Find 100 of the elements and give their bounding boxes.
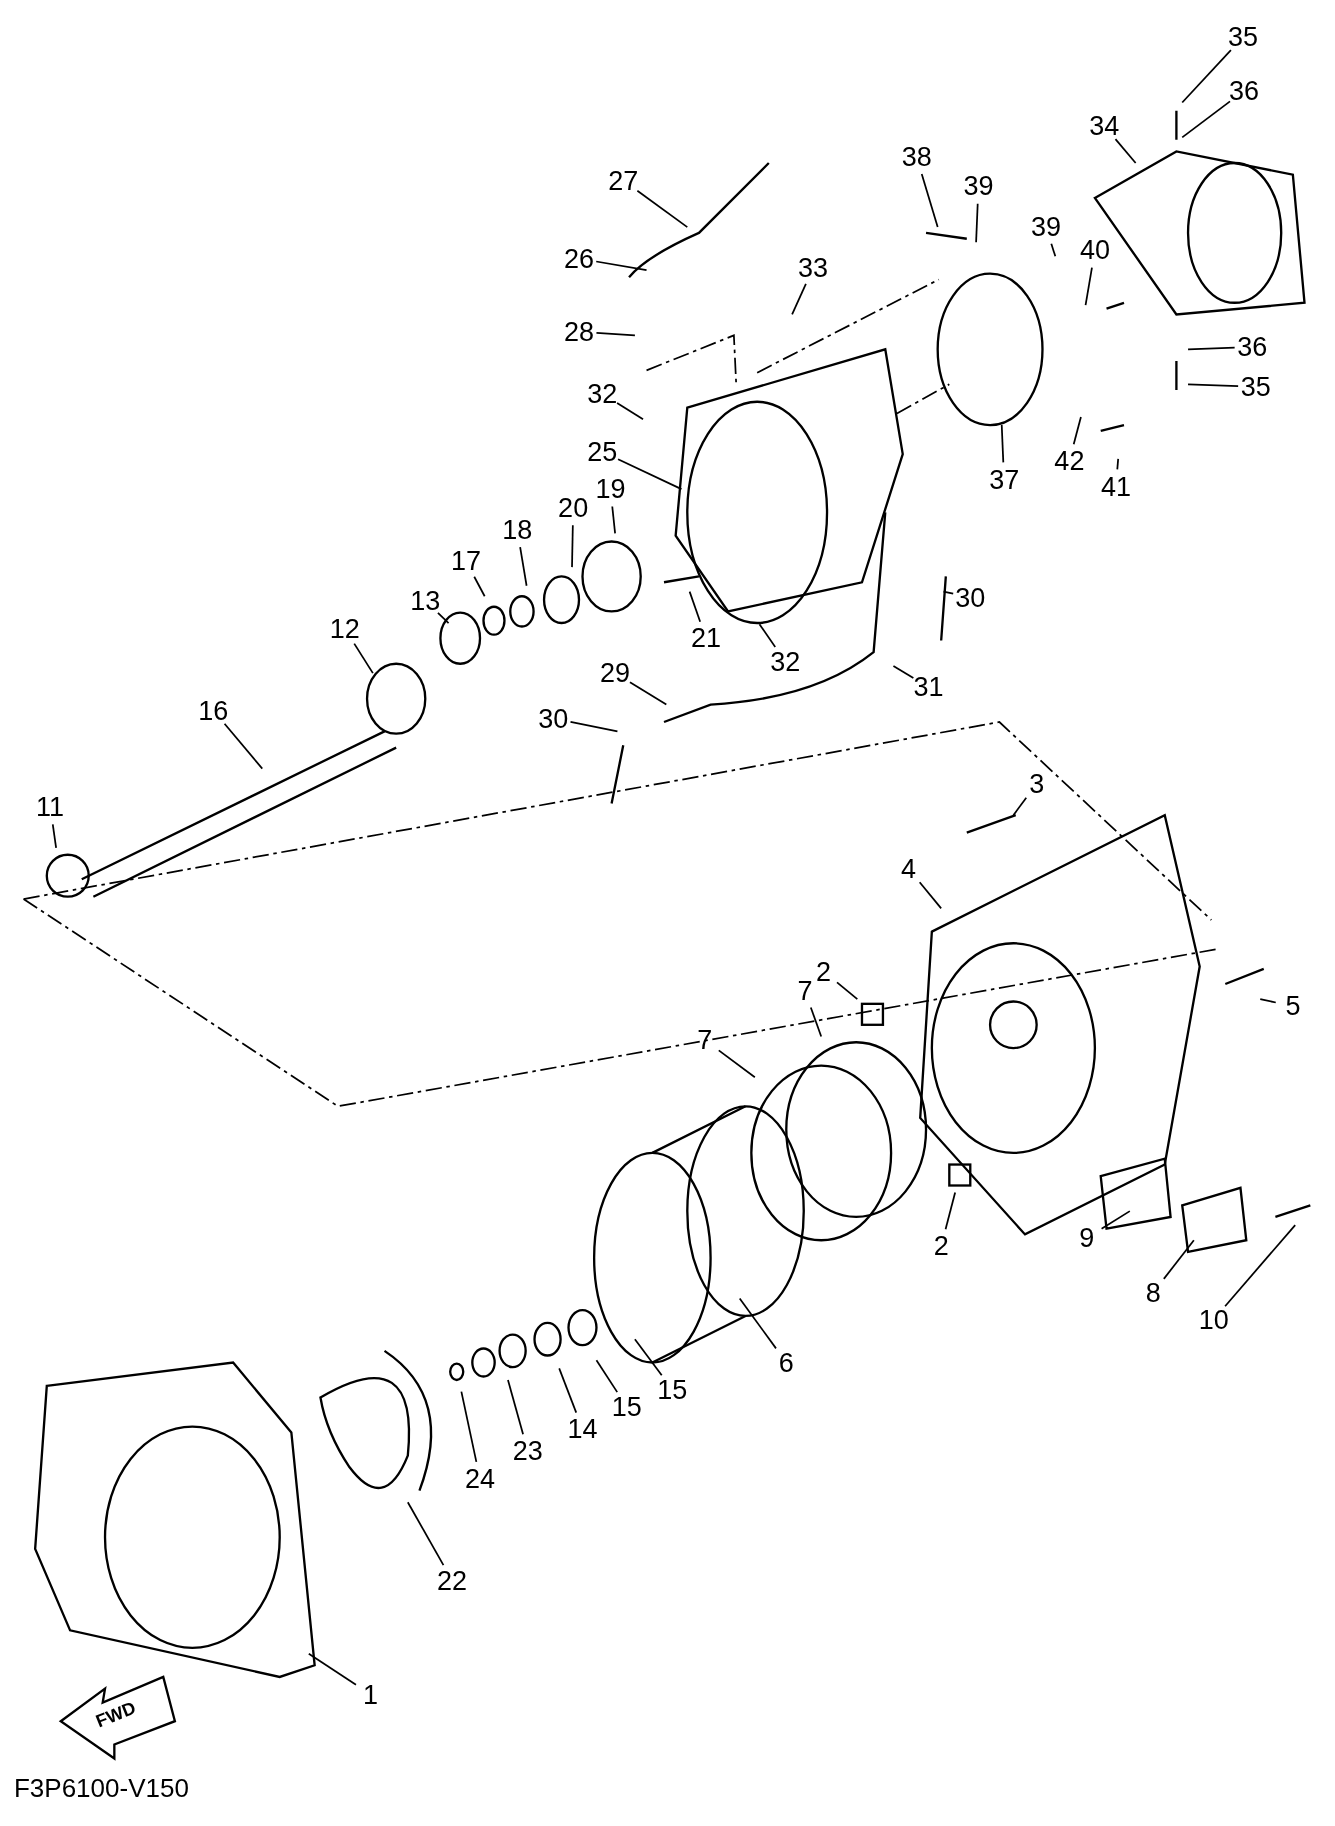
leader-line: [1181, 49, 1232, 104]
callout-number: 26: [563, 244, 594, 273]
direction-label: FWD: [93, 1697, 140, 1733]
callout-number: 31: [913, 673, 944, 702]
callout-number: 38: [901, 143, 932, 172]
leader-line: [1224, 1224, 1297, 1308]
leader-line: [571, 524, 574, 568]
leader-line: [1084, 266, 1093, 306]
leader-line: [519, 546, 528, 587]
callout-number: 17: [450, 547, 481, 576]
leader-line: [975, 202, 979, 244]
leader-line: [1072, 416, 1082, 446]
callout-number: 35: [1227, 23, 1258, 52]
leader-line: [1012, 796, 1028, 817]
callout-number: 35: [1240, 372, 1271, 401]
leader-line: [595, 1359, 619, 1393]
leader-line: [51, 823, 57, 849]
leader-line: [758, 623, 777, 648]
callout-number: 2: [933, 1232, 949, 1261]
callout-number: 12: [329, 615, 360, 644]
callout-number: 15: [657, 1375, 688, 1404]
callout-number: 20: [558, 493, 589, 522]
leader-line: [569, 721, 619, 733]
callout-number: 2: [816, 957, 832, 986]
leader-line: [1187, 346, 1236, 351]
leader-line: [437, 612, 450, 624]
callout-number: 30: [538, 704, 569, 733]
callout-number: 11: [36, 793, 65, 822]
callout-number: 36: [1237, 333, 1268, 362]
leader-line: [636, 189, 689, 228]
callout-number: 8: [1145, 1279, 1161, 1308]
callout-number: 16: [198, 696, 229, 725]
leader-line: [942, 590, 955, 595]
drawing-code: F3P6100-V150: [13, 1773, 189, 1804]
callout-number: 28: [563, 318, 594, 346]
callout-number: 34: [1089, 111, 1120, 140]
leader-line: [688, 590, 702, 623]
leader-line: [558, 1367, 578, 1414]
callout-number: 32: [587, 379, 618, 408]
leader-line: [1050, 242, 1057, 258]
leader-line: [595, 260, 648, 272]
callout-number: 21: [690, 624, 721, 653]
callout-number: 39: [963, 172, 994, 201]
leader-line: [460, 1390, 478, 1463]
callout-number: 32: [770, 647, 801, 676]
leader-line: [809, 1006, 823, 1038]
leader-line: [473, 575, 486, 598]
leader-line: [406, 1501, 445, 1566]
callout-number: 41: [1100, 472, 1131, 501]
callout-number: 22: [436, 1566, 467, 1595]
leader-line: [595, 332, 636, 337]
leader-line: [1181, 100, 1231, 139]
leader-line: [791, 282, 807, 316]
leader-line: [307, 1652, 357, 1686]
callout-number: 29: [600, 659, 631, 688]
callout-number: 40: [1080, 236, 1111, 265]
leader-line: [1259, 998, 1277, 1004]
callout-number: 37: [989, 465, 1020, 494]
leader-line: [1162, 1239, 1195, 1280]
callout-number: 7: [797, 977, 813, 1006]
leader-line: [920, 173, 939, 228]
callout-number: 13: [410, 587, 441, 616]
leader-line: [634, 1338, 663, 1377]
leader-line: [1000, 424, 1005, 464]
callout-number: 9: [1079, 1224, 1095, 1253]
callout-number: 1: [362, 1680, 378, 1709]
callout-number: 19: [595, 475, 626, 504]
leader-line: [717, 1049, 756, 1079]
callout-number: 24: [464, 1465, 495, 1494]
callout-number: 6: [778, 1348, 794, 1377]
callout-number: 14: [567, 1415, 598, 1444]
callout-number: 25: [587, 438, 618, 466]
leader-line: [223, 722, 264, 770]
leader-line: [836, 981, 859, 1001]
leader-line: [616, 402, 644, 421]
callout-number: 36: [1229, 76, 1260, 105]
leader-line: [738, 1297, 777, 1350]
callout-number: 30: [955, 583, 986, 612]
leader-line: [892, 665, 915, 679]
callout-number: 7: [697, 1026, 713, 1055]
leader-line: [1100, 1210, 1131, 1230]
leader-line: [611, 505, 616, 535]
leader-line: [507, 1379, 524, 1436]
callout-number: 39: [1031, 213, 1062, 242]
callout-number: 3: [1029, 770, 1045, 798]
callout-number: 27: [608, 166, 639, 195]
callout-number: 15: [611, 1393, 642, 1422]
leader-line: [617, 458, 683, 490]
leader-line: [1116, 457, 1120, 471]
leader-line: [1187, 383, 1239, 387]
callout-number: 42: [1054, 447, 1085, 476]
leader-line: [944, 1191, 956, 1231]
callout-number: 33: [798, 253, 829, 282]
callout-number: 10: [1198, 1305, 1229, 1334]
leader-line: [918, 881, 943, 910]
callout-number: 23: [512, 1437, 543, 1466]
leader-line: [1114, 138, 1137, 164]
callout-number: 4: [901, 855, 917, 884]
callout-number: 5: [1285, 992, 1301, 1021]
leader-line: [629, 681, 668, 706]
